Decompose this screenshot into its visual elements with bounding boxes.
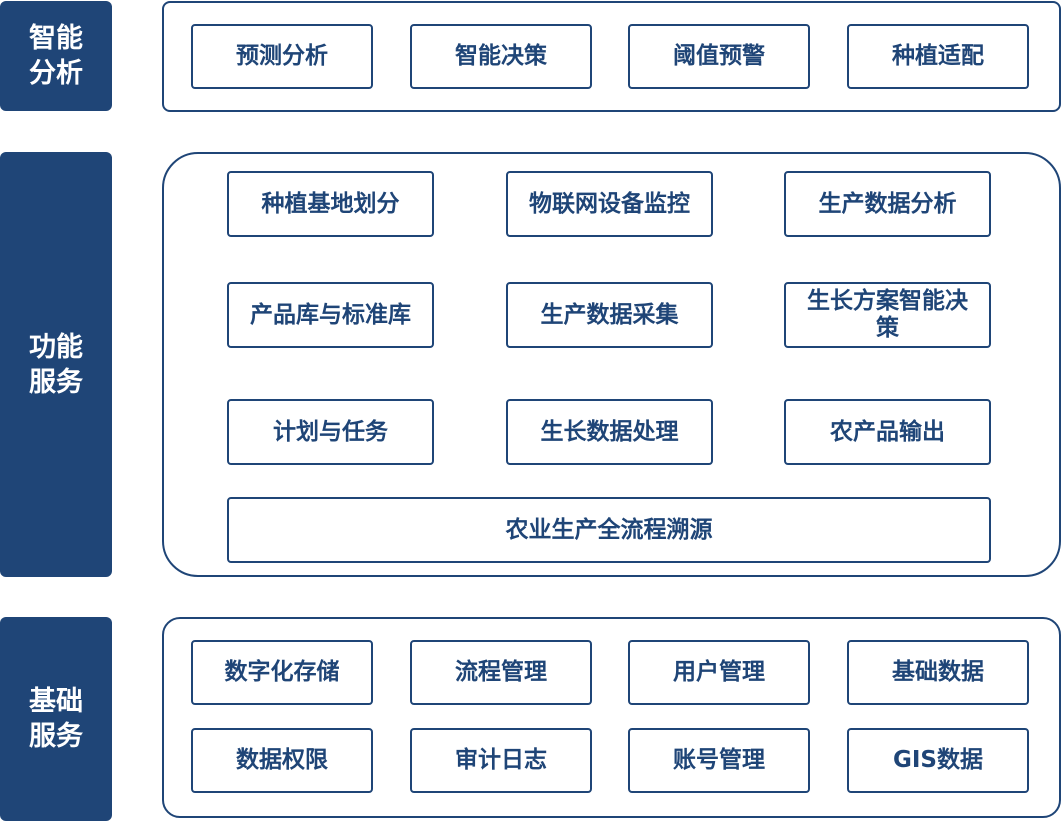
box-threshold-warning: 阈值预警 [628,24,810,89]
box-process-management: 流程管理 [410,640,592,705]
box-full-process-traceability: 农业生产全流程溯源 [227,497,991,563]
box-product-standard-library: 产品库与标准库 [227,282,434,348]
layer-label-smart-analysis: 智能分析 [0,1,112,111]
box-growth-data-processing: 生长数据处理 [506,399,713,465]
box-audit-log: 审计日志 [410,728,592,793]
box-smart-decision: 智能决策 [410,24,592,89]
box-growth-plan-decision: 生长方案智能决策 [784,282,991,348]
layer-label-text: 功能服务 [29,331,83,398]
layer-label-text: 智能分析 [29,23,83,89]
box-account-management: 账号管理 [628,728,810,793]
layer-label-base-service: 基础服务 [0,617,112,821]
box-gis-data: GIS数据 [847,728,1029,793]
box-plan-and-task: 计划与任务 [227,399,434,465]
box-production-data-collection: 生产数据采集 [506,282,713,348]
box-planting-adaptation: 种植适配 [847,24,1029,89]
box-agri-product-output: 农产品输出 [784,399,991,465]
layer-label-text: 基础服务 [29,686,83,752]
box-iot-monitoring: 物联网设备监控 [506,171,713,237]
box-base-division: 种植基地划分 [227,171,434,237]
box-digital-storage: 数字化存储 [191,640,373,705]
box-production-data-analysis: 生产数据分析 [784,171,991,237]
box-prediction-analysis: 预测分析 [191,24,373,89]
box-base-data: 基础数据 [847,640,1029,705]
box-data-permission: 数据权限 [191,728,373,793]
layer-label-function-service: 功能服务 [0,152,112,577]
box-user-management: 用户管理 [628,640,810,705]
